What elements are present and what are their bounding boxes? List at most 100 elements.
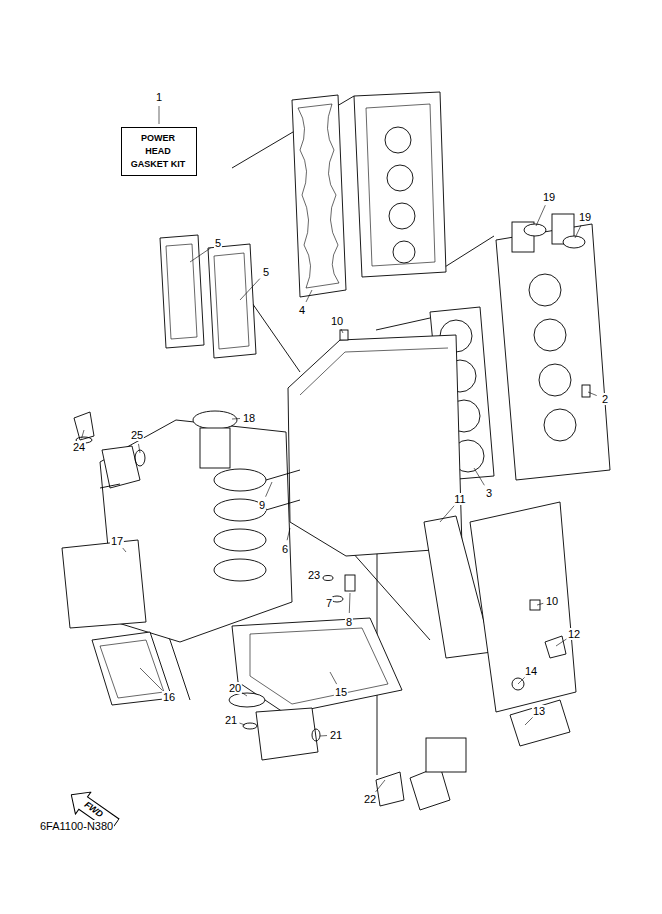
leader-line [349,593,351,613]
callout-number: 9 [258,499,266,511]
leader-line [239,723,245,725]
callout-number: 12 [567,628,581,640]
diagram-code: 6FA1100-N380 [39,820,114,832]
callout-number: 10 [330,315,344,327]
callout-number: 20 [228,682,242,694]
anode-cover [545,636,566,658]
callout-number: 10 [545,595,559,607]
cam-boss [389,203,415,229]
rocker-cover [354,92,446,277]
leader-line [556,639,567,646]
cover-gasket [510,700,570,746]
block-edge [300,348,448,395]
combustion-chamber [544,409,576,441]
o-ring [243,723,257,729]
oil-seal [563,236,585,248]
leader-line [159,106,160,124]
leader-line [330,672,337,684]
callout-number: 2 [601,393,609,405]
leader-line [525,717,533,725]
kit-title: POWER HEAD GASKET KIT [128,132,188,171]
callout-number: 5 [214,237,222,249]
sensor [582,385,590,397]
callout-number: 4 [298,304,306,316]
callout-number: 1 [155,91,163,103]
callout-number: 6 [281,543,289,555]
piston [214,469,266,491]
callout-number: 8 [345,616,353,628]
callout-number: 17 [110,535,124,547]
callout-number: 15 [334,686,348,698]
leader-line [320,735,327,736]
filter-bracket [410,766,450,810]
oil-pump [256,708,318,760]
oil-seal [524,224,546,236]
o-ring [323,576,333,581]
plug [530,600,540,610]
cam-boss [385,127,411,153]
leader-line [82,430,84,438]
cover-plate [92,632,172,705]
gasket-inner [214,253,249,349]
callout-number: 19 [542,191,556,203]
piston [214,529,266,551]
thermostat-cap [74,412,94,440]
leader-line [474,468,484,485]
exhaust-cover [470,502,576,712]
cam-boss [387,165,413,191]
intake-gasket [160,235,204,348]
piston [214,559,266,581]
crank-gear [200,428,230,468]
gasket-inner [250,628,388,704]
piston [214,499,266,521]
cover-gasket [100,640,164,698]
leader-line [536,205,545,226]
oil-seal [229,693,265,707]
leader-line [518,677,525,684]
callout-number: 3 [485,487,493,499]
side-cover [62,540,146,628]
leader-line [440,506,454,522]
connecting-rod [266,470,300,480]
kit-box: POWER HEAD GASKET KIT [121,127,197,176]
callout-number: 16 [162,691,176,703]
leader-line [190,248,211,262]
assembly-line [250,300,300,372]
assembly-line [376,318,430,330]
elbow [102,446,140,488]
o-ring [312,729,320,741]
leader-line [575,225,581,238]
callout-number: 25 [130,429,144,441]
callout-number: 14 [524,665,538,677]
callout-number: 21 [329,729,343,741]
grommet [512,678,524,690]
cam-boss [393,241,415,263]
sensor [345,575,355,591]
leader-line [306,290,312,302]
callout-number: 23 [307,569,321,581]
rocker-cover-rib [366,104,435,266]
callout-number: 13 [532,705,546,717]
leader-line [376,780,385,792]
cylinder-head [496,224,610,480]
callout-number: 18 [242,412,256,424]
callout-number: 22 [363,793,377,805]
combustion-chamber [529,274,561,306]
leader-line [588,392,597,396]
plug [340,330,348,340]
leader-line [266,482,272,497]
gasket-inner [166,244,197,339]
callout-number: 21 [224,714,238,726]
filter-gasket [376,772,404,806]
callout-number: 19 [578,211,592,223]
oil-filter [426,738,466,772]
bolt [100,484,120,488]
callout-number: 11 [453,493,466,505]
cover-gasket [292,95,346,297]
leader-line [341,329,343,333]
combustion-chamber [539,364,571,396]
callout-number: 24 [72,441,86,453]
gasket-inner [298,104,339,288]
callout-number: 7 [325,597,333,609]
